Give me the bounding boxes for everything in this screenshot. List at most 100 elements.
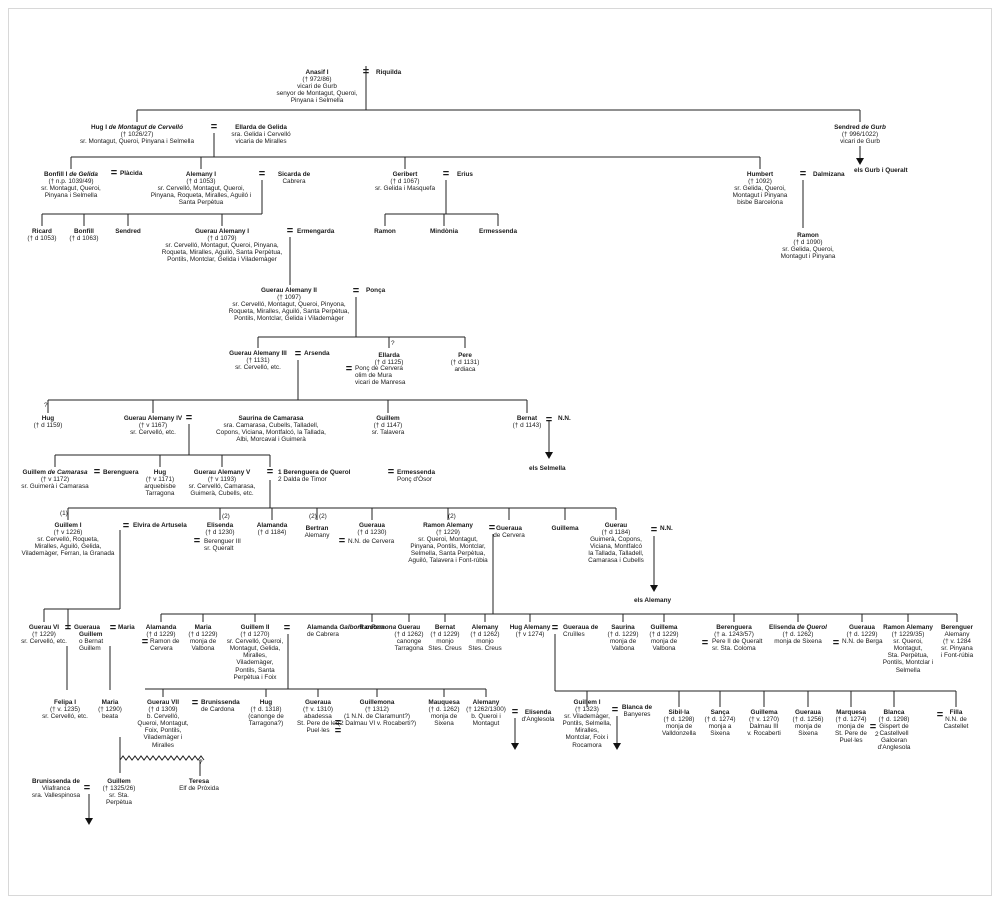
person-detail: d'Anglesola [877, 744, 911, 752]
person-detail: († 1229/35) [891, 631, 925, 639]
person-detail: sr. Pinyana [941, 645, 973, 653]
person-detail: Guimerà, Cubells, etc. [190, 490, 254, 498]
person-detail: bisbe Barcelona [737, 199, 783, 207]
person-detail: Pontils, Montclar, Gelida i Vilademàger [167, 256, 277, 264]
person-detail: († 1229) [436, 529, 460, 537]
person-detail: sra. Camarasa, Cubells, Talladell, [223, 422, 319, 430]
person-detail: sr. Cervelló, Montagut, Queroi, Pinyana, [165, 242, 279, 250]
person-alemany-house: els Alemany [634, 597, 671, 604]
continuation-arrow [85, 818, 93, 825]
person-detail: Foix, Pontils, [144, 727, 182, 735]
person-detail: Castellet [943, 723, 969, 731]
person-detail: arquebisbe [144, 483, 176, 491]
person-name: Elisenda [524, 709, 552, 716]
person-gerau-al3: Guerau Alemany III(† 1131)sr. Cervelló, … [229, 350, 287, 371]
person-nn-cerv: N.N. de Cervera [348, 538, 394, 545]
person-gueraua-e: Gueraua(† d 1230) [357, 522, 386, 536]
person-bernat-c: Bernat(† d 1143) [513, 415, 542, 429]
person-detail: († d. 1229) [607, 631, 639, 639]
person-detail: St. Pere de les [297, 720, 339, 728]
person-detail: sra. Gelida i Cervelló [231, 131, 291, 139]
marriage-sign: = [551, 622, 559, 634]
person-detail: abadessa [304, 713, 332, 721]
person-name: Alamanda Galbors o Ramona [307, 624, 397, 631]
person-detail: 2 Dalda de Timor [278, 476, 327, 484]
person-detail: († d 1229) [430, 631, 460, 639]
person-name: Marquesa [836, 709, 866, 716]
person-detail: Roqueta, Miralles, Aguiló, Santa Perpètu… [228, 308, 350, 316]
person-detail: sr. Cervelló, Montagut, Queroi, Pinyona, [232, 301, 346, 309]
person-detail: Montclar, Foix i [565, 734, 609, 742]
person-detail: († 996/1022) [841, 131, 879, 139]
marriage-sign: = [334, 725, 342, 737]
person-detail: Montagut, Gelida, [229, 645, 281, 653]
person-nn-berga: N.N. de Berga [842, 638, 883, 645]
person-erius: Erius [457, 171, 473, 178]
person-detail: sr. Gelida, Queroi, [782, 246, 834, 254]
person-gerau-al1: Guerau Alemany I(† d 1079)sr. Cervelló, … [162, 228, 282, 263]
person-detail: († 1325/26) [102, 785, 136, 793]
person-detail: Montagut i Pinyana [732, 192, 788, 200]
person-detail: vicaria de Miralles [235, 138, 287, 146]
person-detail: Sta. Perpètua, [887, 652, 929, 660]
person-detail: († d 1230) [205, 529, 235, 537]
person-detail: Alemany [304, 532, 330, 540]
marriage-sign: = [387, 466, 395, 478]
person-detail: († v 1274) [515, 631, 545, 639]
person-name: Gueraua [74, 624, 100, 631]
person-detail: Santa Perpètua [178, 199, 224, 207]
person-humbert: Humbert(† 1092)sr. Gelida, Queroi,Montag… [733, 171, 788, 206]
person-name: Ricard [32, 228, 52, 235]
person-name: Dalmizana [813, 171, 845, 178]
person-name: Ermessenda [397, 469, 436, 476]
person-guillem-cam: Guillem de Camarasa(† v 1172)sr. Guimerà… [21, 469, 88, 490]
person-ramon-h: Ramon(† d 1090)sr. Gelida, Queroi,Montag… [781, 232, 836, 260]
person-detail: Copons, Viciana, Montfalcó, la Tallada, [216, 429, 326, 437]
person-name: Pere [458, 352, 472, 359]
person-name: Teresa [188, 778, 210, 785]
person-guillemona: Guillemona(† 1312)(1 N.N. de Claramunt?)… [338, 699, 416, 727]
person-detail: († 1026/27) [120, 131, 154, 139]
person-detail: Pinyana i Selmella [290, 97, 344, 105]
person-detail: († v 1167) [138, 422, 168, 430]
person-detail: ardiaca [454, 366, 476, 374]
person-detail: sr. Queralt [204, 545, 234, 553]
person-name: Guerau [604, 522, 628, 529]
person-gerau-al5: Guerau Alemany V(† v 1193)sr. Cervelló, … [189, 469, 256, 497]
person-name: Geribert [392, 171, 418, 178]
person-detail: († d. 1298) [878, 716, 910, 724]
marriage-sign: = [185, 412, 193, 424]
person-detail: († d 1125) [374, 359, 404, 367]
marriage-sign: = [869, 721, 877, 733]
person-detail: monja de Sixena [774, 638, 822, 646]
person-guillem-c: Guillem(† d 1147)sr. Talavera [372, 415, 405, 436]
person-detail: († v. 1235) [49, 706, 81, 714]
person-detail: (2 Dalmau VI v. Rocaberti?) [337, 720, 417, 728]
person-name: Mindònia [429, 228, 459, 235]
person-detail: († v. 1270) [748, 716, 780, 724]
person-detail: Miralles, [243, 652, 267, 660]
marriage-sign: = [64, 622, 72, 634]
person-name: Elisenda de Querol [769, 624, 827, 631]
person-name: Bonfill [74, 228, 94, 235]
person-gerau-e: Guerau(† d 1184)Guimerà, Copons,Viciana,… [588, 522, 644, 565]
person-name: Gueraua de [563, 624, 599, 631]
person-hug-al: Hug Alemany(† v 1274) [510, 624, 551, 638]
person-detail: sr. Montagut, Queroi, Pinyana i Selmella [79, 138, 195, 146]
person-detail: (canonge de [248, 713, 284, 721]
marriage-sign: = [93, 466, 101, 478]
person-detail: († 1229) [32, 631, 56, 639]
person-name: Brunissenda de [32, 778, 80, 785]
person-maria-h: Maria(† 1290)beata [98, 699, 122, 720]
person-name: Humbert [746, 171, 774, 178]
person-detail: Guillem [79, 645, 101, 653]
person-name: Ermengarda [297, 228, 335, 235]
person-detail: († 1131) [246, 357, 270, 365]
person-detail: sr. Cervelló, Montagut, Queroi, [157, 185, 245, 193]
